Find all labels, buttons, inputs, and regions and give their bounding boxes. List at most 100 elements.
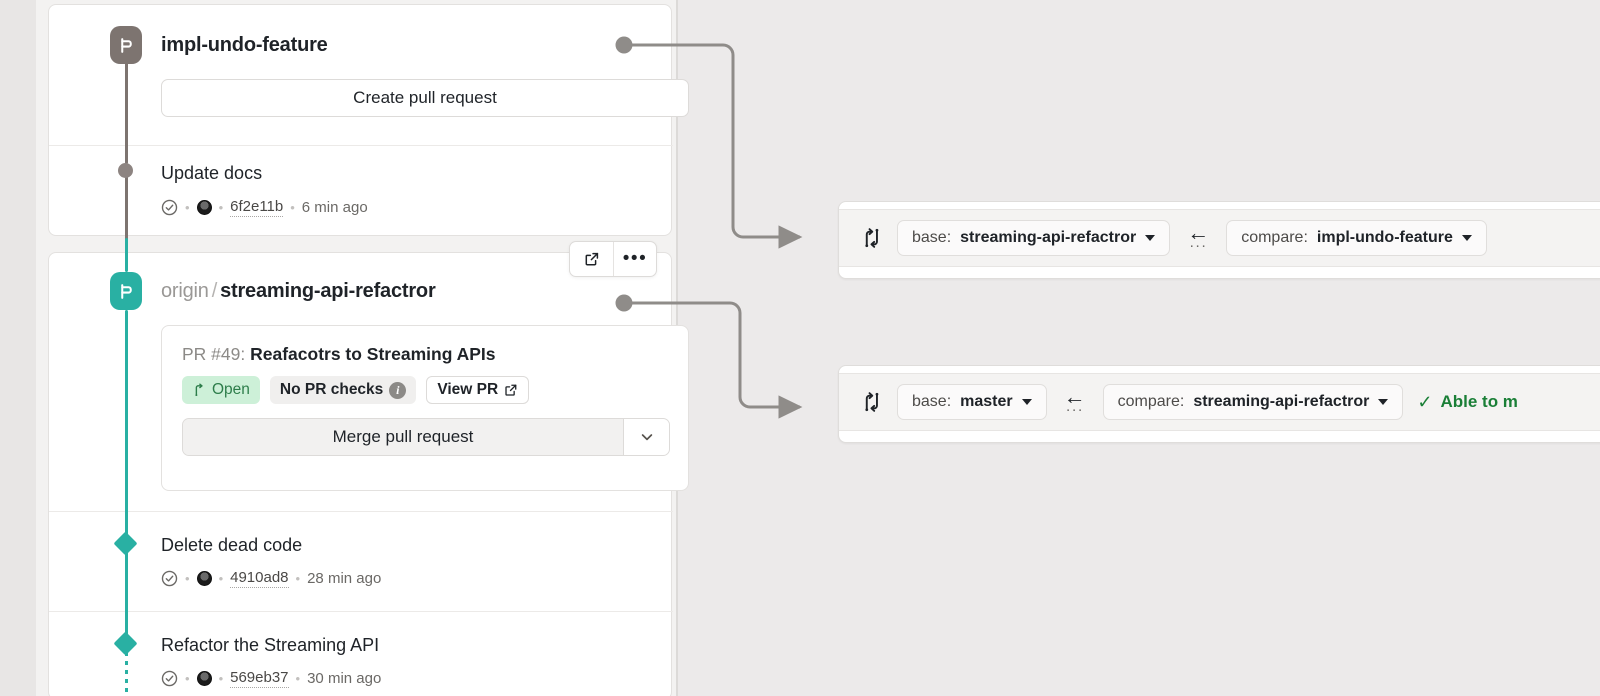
check-circle-icon xyxy=(161,199,178,216)
merge-pull-request-group: Merge pull request xyxy=(182,418,670,456)
base-branch-value: streaming-api-refactror xyxy=(960,229,1137,246)
pull-request-title: Reafacotrs to Streaming APIs xyxy=(250,344,496,364)
pull-request-chips: Open No PR checks i View PR xyxy=(182,376,530,404)
merge-options-dropdown-button[interactable] xyxy=(623,419,669,455)
compare-branch-selector-1[interactable]: compare: impl-undo-feature xyxy=(1226,220,1487,256)
branch-card-actions: ••• xyxy=(569,241,657,277)
info-icon[interactable]: i xyxy=(389,381,407,399)
create-pull-request-button[interactable]: Create pull request xyxy=(161,79,689,117)
external-link-icon xyxy=(585,252,598,266)
pull-request-heading: PR #49: Reafacotrs to Streaming APIs xyxy=(182,344,496,365)
swap-branches-button-1[interactable]: ← ··· xyxy=(1184,222,1212,254)
graph-rail-teal xyxy=(125,238,128,272)
open-externally-button[interactable] xyxy=(570,242,613,276)
base-branch-selector-2[interactable]: base: master xyxy=(897,384,1047,420)
compare-branch-selector-2[interactable]: compare: streaming-api-refactror xyxy=(1102,384,1404,420)
compare-prefix: compare: xyxy=(1117,393,1185,410)
chevron-down-icon xyxy=(1461,235,1472,241)
arrow-left-icon: ← xyxy=(1063,384,1086,409)
pr-checks-chip: No PR checks i xyxy=(269,376,417,404)
commit-meta-row: • • 4910ad8 • 28 min ago xyxy=(161,569,381,588)
pr-checks-label: No PR checks xyxy=(279,381,384,398)
base-branch-selector-1[interactable]: base: streaming-api-refactror xyxy=(897,220,1171,256)
git-branch-icon xyxy=(120,37,132,53)
meta-separator: • xyxy=(185,200,190,215)
meta-separator: • xyxy=(185,671,190,686)
meta-separator: • xyxy=(295,671,301,686)
card-row-divider xyxy=(49,511,673,512)
compare-branch-value: streaming-api-refactror xyxy=(1193,393,1370,410)
chevron-down-icon xyxy=(1378,399,1389,405)
compare-branches-icon xyxy=(865,228,879,248)
pull-request-icon xyxy=(195,383,203,397)
view-pr-button[interactable]: View PR xyxy=(426,376,530,404)
graph-rail-dotted xyxy=(125,652,128,696)
commit-title: Delete dead code xyxy=(161,535,303,555)
commit-meta-row: • • 6f2e11b • 6 min ago xyxy=(161,198,368,217)
swap-branches-button-2[interactable]: ← ··· xyxy=(1061,384,1089,418)
chevron-down-icon xyxy=(1021,399,1032,405)
graph-rail-gray xyxy=(125,62,128,164)
compare-toolbar: base: streaming-api-refactror ← ··· comp… xyxy=(839,209,1600,267)
compare-card-1: base: streaming-api-refactror ← ··· comp… xyxy=(838,201,1600,279)
check-icon: ✓ xyxy=(1417,391,1433,412)
base-prefix: base: xyxy=(912,229,952,246)
git-branch-icon-badge-remote xyxy=(110,272,142,310)
meta-separator: • xyxy=(185,571,190,586)
check-circle-icon xyxy=(161,670,178,687)
commit-title: Update docs xyxy=(161,163,263,183)
merge-pull-request-button[interactable]: Merge pull request xyxy=(183,419,623,455)
branch-name-remote: origin/streaming-api-refactror xyxy=(161,280,436,303)
commit-title: Refactor the Streaming API xyxy=(161,635,380,655)
meta-separator: • xyxy=(290,200,295,215)
graph-rail-teal xyxy=(125,552,128,644)
chevron-down-icon xyxy=(641,434,652,441)
card-row-divider xyxy=(49,145,673,146)
branch-list-column: impl-undo-feature origin/streaming-api-r… xyxy=(48,0,689,696)
right-pane-background xyxy=(678,0,1600,696)
status-badge-open: Open xyxy=(182,376,260,404)
card-row-divider xyxy=(49,611,673,612)
graph-rail-teal xyxy=(125,310,128,544)
remote-branch-name: streaming-api-refactror xyxy=(220,280,436,302)
compare-branch-value: impl-undo-feature xyxy=(1316,229,1453,246)
view-pr-label: View PR xyxy=(437,381,499,398)
commit-meta-row: • • 569eb37 • 30 min ago xyxy=(161,669,381,688)
avatar xyxy=(196,200,212,215)
branch-card-local xyxy=(48,4,673,236)
pull-request-number: PR #49: xyxy=(182,344,246,364)
avatar xyxy=(196,671,212,686)
meta-separator: • xyxy=(218,571,224,586)
swap-dots: ··· xyxy=(1065,401,1084,418)
avatar xyxy=(196,571,212,586)
remote-prefix: origin xyxy=(161,280,209,302)
commit-time: 28 min ago xyxy=(307,570,382,587)
base-branch-value: master xyxy=(960,393,1013,410)
meta-separator: • xyxy=(218,200,224,215)
graph-rail-gray xyxy=(125,172,128,242)
commit-time: 30 min ago xyxy=(307,670,382,687)
commit-sha[interactable]: 569eb37 xyxy=(230,669,289,688)
commit-sha[interactable]: 4910ad8 xyxy=(230,569,289,588)
git-branch-icon xyxy=(120,283,132,299)
more-options-button[interactable]: ••• xyxy=(613,242,656,276)
compare-branches-icon xyxy=(865,392,879,412)
chevron-down-icon xyxy=(1145,235,1156,241)
commit-node-dot xyxy=(118,163,133,178)
merge-status-label: Able to m xyxy=(1440,392,1518,411)
meta-separator: • xyxy=(218,671,224,686)
commit-sha[interactable]: 6f2e11b xyxy=(230,198,284,217)
git-branch-icon-badge-local xyxy=(110,26,142,64)
branch-name-local: impl-undo-feature xyxy=(161,34,328,56)
check-circle-icon xyxy=(161,570,178,587)
external-link-icon xyxy=(505,384,517,396)
kebab-menu-icon: ••• xyxy=(622,248,648,269)
merge-status-message: ✓ Able to m xyxy=(1417,392,1518,413)
meta-separator: • xyxy=(295,571,301,586)
far-left-background-strip xyxy=(0,0,36,696)
compare-prefix: compare: xyxy=(1241,229,1308,246)
status-badge-open-label: Open xyxy=(212,381,250,398)
commit-time: 6 min ago xyxy=(301,199,368,216)
remote-separator: / xyxy=(211,280,218,302)
